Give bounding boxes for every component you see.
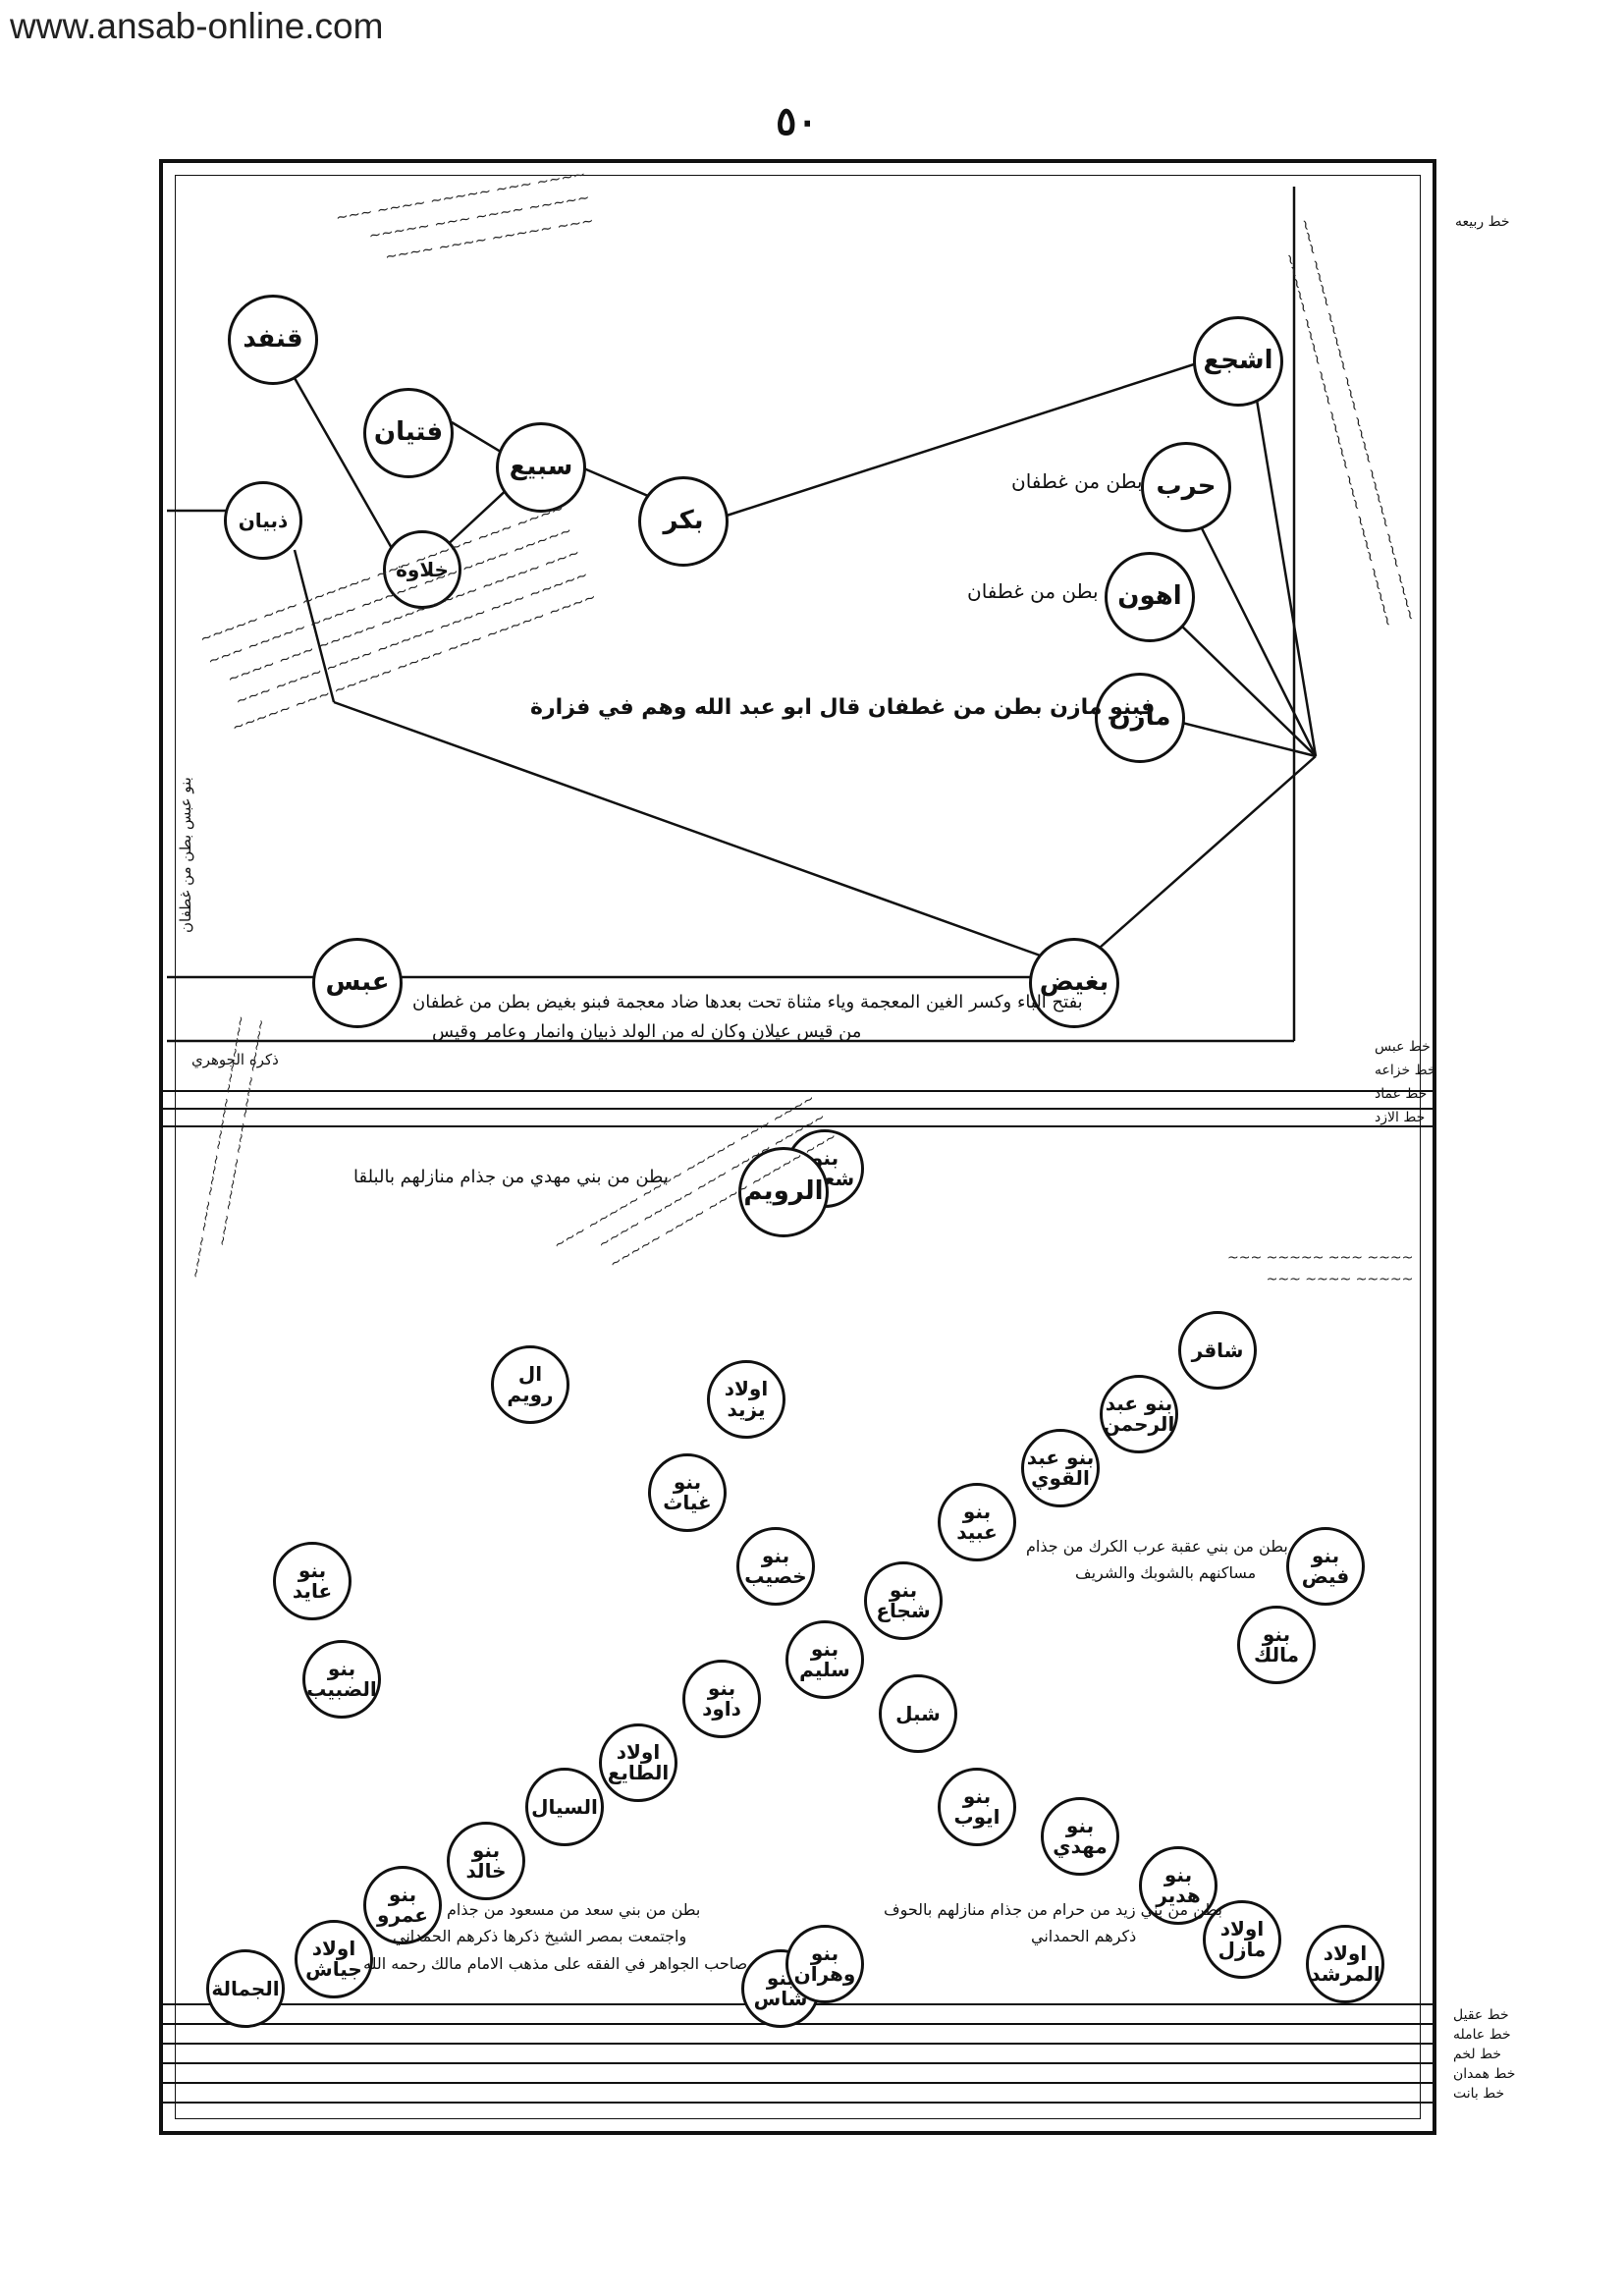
node-ruwaim: الرويم bbox=[738, 1147, 829, 1237]
node-ubaid: بنو عبيد bbox=[938, 1483, 1016, 1561]
node-tayiba: اولاد الطايع bbox=[599, 1723, 677, 1802]
note-baghidh-2: من قيس عيلان وكان له من الولد ذبيان وانم… bbox=[432, 1021, 862, 1042]
note-mazin: فبنو مازن بطن من غطفان قال ابو عبد الله … bbox=[530, 695, 1156, 720]
node-ghiyath: بنو غياث bbox=[648, 1453, 727, 1532]
separator-upper-3 bbox=[159, 1125, 1436, 1127]
node-dubaib: بنو الضبيب bbox=[302, 1640, 381, 1719]
node-shibl: شبل bbox=[879, 1674, 957, 1753]
node-abs: عبس bbox=[312, 938, 403, 1028]
node-salim: بنو سليم bbox=[785, 1620, 864, 1699]
node-amr: بنو عمرو bbox=[363, 1866, 442, 1944]
node-ayid: بنو عايد bbox=[273, 1542, 352, 1620]
node-harb: حرب bbox=[1141, 442, 1231, 532]
node-shujaa: بنو شجاع bbox=[864, 1561, 943, 1640]
margin-label-bot-3: خط لخم bbox=[1453, 2047, 1502, 2062]
page-number: ٥٠ bbox=[776, 98, 818, 144]
note-abs: بنو عبس بطن من غطفان bbox=[177, 777, 194, 933]
page-frame-outer bbox=[159, 159, 1436, 2135]
note-ahwan: بطن من غطفان bbox=[967, 579, 1099, 603]
node-faidh: بنو فيض bbox=[1286, 1527, 1365, 1606]
margin-label-bot-2: خط عامله bbox=[1453, 2027, 1511, 2043]
node-mazin: مازن bbox=[1095, 673, 1185, 763]
note-mazil-2: ذكرهم الحمداني bbox=[1031, 1927, 1137, 1945]
separator-lower-6 bbox=[159, 2102, 1436, 2104]
margin-label-top: خط ربيعه bbox=[1455, 214, 1510, 230]
margin-label-mid-1: خط عبس bbox=[1375, 1039, 1431, 1055]
node-khalid: بنو خالد bbox=[447, 1822, 525, 1900]
node-qunfud: قنفد bbox=[228, 295, 318, 385]
node-mazil: اولاد مازل bbox=[1203, 1900, 1281, 1979]
separator-lower-2 bbox=[159, 2023, 1436, 2025]
margin-label-mid-2: خط خزاعه bbox=[1375, 1063, 1436, 1078]
site-watermark: www.ansab-online.com bbox=[10, 6, 384, 46]
node-bakr: بكر bbox=[638, 476, 729, 567]
note-baghidh-1: بفتح الباء وكسر الغين المعجمة وياء مثناة… bbox=[412, 992, 1083, 1012]
note-faidh-2: مساكنهم بالشوبك والشريف bbox=[1075, 1563, 1257, 1582]
node-malik: بنو مالك bbox=[1237, 1606, 1316, 1684]
separator-lower-4 bbox=[159, 2062, 1436, 2064]
note-mazil: بطن من بني زيد من حرام من جذام منازلهم ب… bbox=[884, 1900, 1222, 1919]
separator-lower-3 bbox=[159, 2043, 1436, 2045]
node-hudair: بنو هدير bbox=[1139, 1846, 1217, 1925]
margin-label-mid-4: خط الازد bbox=[1375, 1110, 1426, 1125]
note-shas-3: صاحب الجواهر في الفقه على مذهب الامام ما… bbox=[363, 1954, 748, 1973]
separator-upper-2 bbox=[159, 1108, 1436, 1110]
node-murshid: اولاد المرشد bbox=[1306, 1925, 1384, 2003]
node-khalawa: خلاوة bbox=[383, 530, 461, 609]
margin-label-bot-4: خط همدان bbox=[1453, 2066, 1516, 2082]
node-mahdi: بنو مهدي bbox=[1041, 1797, 1119, 1876]
node-jayyash: اولاد جياش bbox=[295, 1920, 373, 1998]
node-yazid: اولاد يزيد bbox=[707, 1360, 785, 1439]
node-abdulrahman: بنو عبد الرحمن bbox=[1100, 1375, 1178, 1453]
page-frame-inner bbox=[175, 175, 1421, 2119]
node-dhubyan: ذبيان bbox=[224, 481, 302, 560]
margin-label-mid-3: خط عماد bbox=[1375, 1086, 1428, 1102]
node-dawud: بنو داود bbox=[682, 1660, 761, 1738]
note-ruwaim: بطن من بني مهدي من جذام منازلهم بالبلقا bbox=[353, 1167, 669, 1187]
node-abdulqawi: بنو عبد القوي bbox=[1021, 1429, 1100, 1507]
node-shaqir: شاقر bbox=[1178, 1311, 1257, 1390]
node-jamala: الجمالة bbox=[206, 1949, 285, 2028]
node-baghidh: بغيض bbox=[1029, 938, 1119, 1028]
node-khasib: بنو خصيب bbox=[736, 1527, 815, 1606]
node-ahwan: اهون bbox=[1105, 552, 1195, 642]
node-subai: سبيع bbox=[496, 422, 586, 513]
margin-label-bot-1: خط عقيل bbox=[1453, 2007, 1509, 2023]
node-sayyal: السيال bbox=[525, 1768, 604, 1846]
node-ashja: اشجع bbox=[1193, 316, 1283, 407]
note-harb: بطن من غطفان bbox=[1011, 469, 1143, 493]
separator-upper-1 bbox=[159, 1090, 1436, 1092]
note-abs-2: ذكره الجوهري bbox=[191, 1051, 279, 1068]
node-fityan: فتيان bbox=[363, 388, 454, 478]
node-wahran: بنو وهران bbox=[785, 1925, 864, 2003]
margin-label-bot-5: خط بانت bbox=[1453, 2086, 1505, 2102]
note-faidh: بطن من بني عقبة عرب الكرك من جذام bbox=[1026, 1537, 1288, 1556]
node-ruwaim2: ال رويم bbox=[491, 1345, 569, 1424]
note-shas-2: واجتمعت بمصر الشيخ ذكرها ذكرهم الحمداني bbox=[393, 1927, 687, 1945]
note-shas: بطن من بني سعد من مسعود من جذام bbox=[447, 1900, 701, 1919]
separator-lower-5 bbox=[159, 2082, 1436, 2084]
script-block-lower-right: ~~~~ ~~~ ~~~~~ ~~~ ~~~~~ ~~~~ ~~~ bbox=[1227, 1250, 1414, 1288]
node-ayyub: بنو ايوب bbox=[938, 1768, 1016, 1846]
